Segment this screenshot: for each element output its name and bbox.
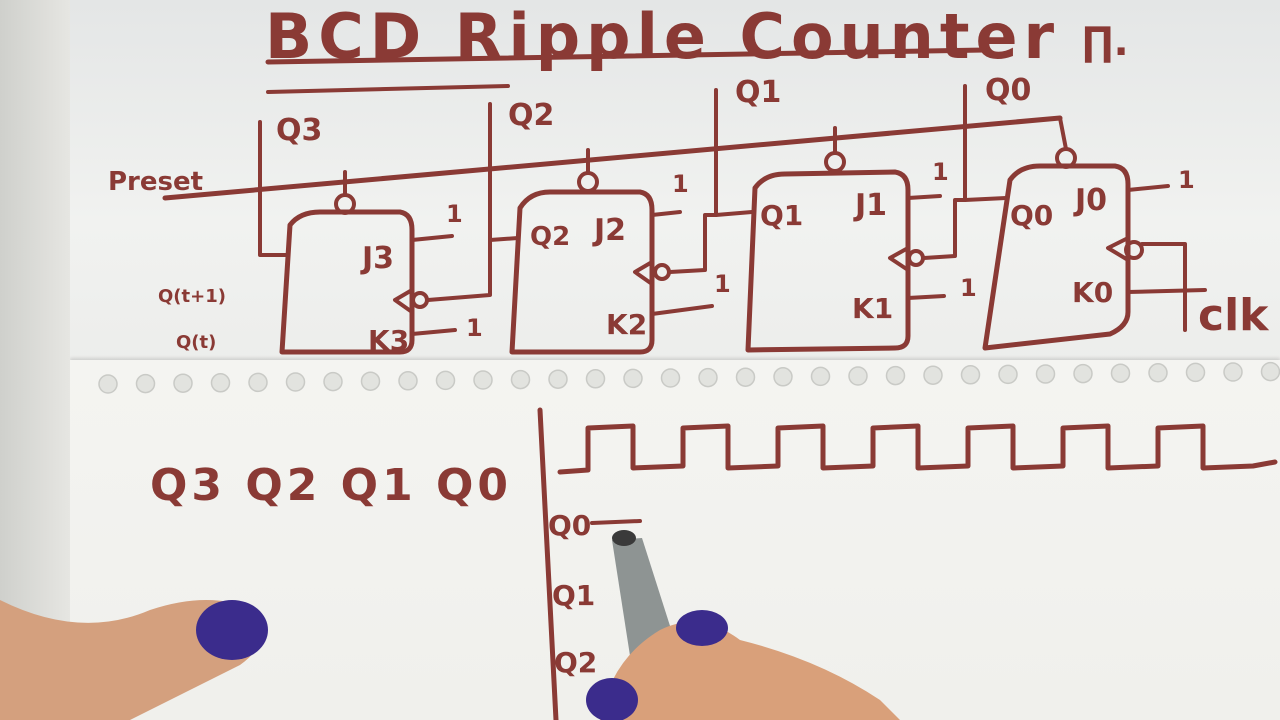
notebook-hole — [1073, 363, 1093, 384]
notebook-hole — [960, 365, 981, 385]
ff1-q-label: Q1 — [760, 199, 803, 232]
left-nail — [196, 600, 268, 660]
ff0-k-label: K0 — [1072, 276, 1113, 309]
notebook-hole — [510, 369, 531, 390]
output-label-q1: Q1 — [735, 75, 781, 110]
notebook-hole — [1223, 362, 1243, 382]
flipflop-1 — [745, 126, 946, 353]
ff2-j-label: J2 — [592, 213, 626, 248]
output-label-q0: Q0 — [985, 73, 1031, 108]
notebook-hole — [585, 369, 606, 389]
clk-label: clk — [1198, 290, 1270, 341]
ff0-q-label: Q0 — [1010, 199, 1053, 232]
ff1-j-label: J1 — [853, 188, 887, 223]
notebook-hole — [1260, 361, 1280, 382]
flipflop-0 — [982, 116, 1207, 351]
notebook-hole — [210, 373, 231, 393]
notebook-hole — [323, 371, 343, 392]
notebook-hole — [360, 371, 381, 391]
notebook-hole — [1110, 363, 1131, 383]
right-nail-1 — [676, 610, 728, 646]
ff3-j-input: 1 — [446, 200, 463, 228]
ff0-j-input: 1 — [1178, 166, 1195, 194]
notebook-hole — [848, 366, 868, 386]
output-label-q3: Q3 — [276, 113, 322, 148]
wire-q0-clk1 — [922, 198, 967, 260]
notebook-hole — [885, 365, 906, 386]
ff1-k-input: 1 — [960, 274, 977, 302]
notebook-hole — [1148, 363, 1168, 383]
notebook-hole — [773, 367, 793, 387]
notebook-hole — [173, 373, 193, 393]
notebook-hole — [810, 366, 831, 387]
timing-row-q1: Q1 — [552, 579, 595, 612]
right-hand — [586, 610, 900, 720]
flipflop-3 — [279, 170, 457, 355]
ff1-k-label: K1 — [852, 292, 893, 325]
notebook-hole — [923, 365, 943, 385]
wire-q2-clk3 — [426, 102, 492, 302]
notebook-hole — [473, 370, 493, 390]
title-underline — [265, 47, 988, 65]
ff2-k-label: K2 — [606, 308, 647, 341]
notebook-hole — [135, 373, 156, 394]
notebook-hole — [1035, 364, 1056, 384]
wire-q3 — [258, 120, 290, 257]
clock-pulse-symbol: ∏. — [1082, 19, 1129, 65]
notebook-hole — [735, 367, 756, 387]
notebook-edge — [0, 0, 70, 720]
notebook-hole — [248, 372, 268, 393]
notebook-hole — [435, 370, 456, 391]
notebook-hole — [98, 374, 118, 394]
ff3-j-label: J3 — [360, 241, 394, 276]
notebook-hole — [548, 369, 568, 389]
notebook-hole — [398, 371, 418, 391]
side-note-q-next: Q(t+1) — [158, 286, 226, 307]
notebook-hole — [1185, 362, 1206, 383]
notebook-hole — [660, 368, 681, 388]
notebook-hole — [698, 367, 718, 388]
ff2-j-input: 1 — [672, 170, 689, 198]
ff1-j-input: 1 — [932, 158, 949, 186]
notebook-hole — [998, 364, 1018, 385]
notebook-page-upper — [0, 0, 1280, 370]
output-label-q2: Q2 — [508, 98, 554, 133]
notebook-hole — [285, 372, 306, 392]
q0-wave-start — [590, 519, 642, 525]
right-nail-2 — [586, 678, 638, 720]
timing-axis — [537, 407, 559, 720]
ff0-j-label: J0 — [1073, 183, 1107, 218]
timing-row-q2: Q2 — [554, 646, 597, 679]
ff3-k-label: K3 — [368, 324, 409, 357]
state-header: Q3 Q2 Q1 Q0 — [150, 460, 512, 511]
notebook-holes — [98, 361, 1280, 394]
notebook-hole — [623, 368, 643, 389]
wire-q1-clk2 — [668, 213, 718, 274]
wire-q2-out — [488, 236, 520, 242]
left-hand — [0, 600, 268, 720]
ff2-k-input: 1 — [714, 270, 731, 298]
ff2-q-label: Q2 — [530, 222, 570, 252]
title-underline-short — [266, 84, 510, 94]
flipflop-2 — [509, 148, 714, 355]
clock-waveform — [557, 423, 1278, 475]
ff3-k-input: 1 — [466, 314, 483, 342]
preset-line — [162, 115, 1063, 201]
preset-label: Preset — [108, 167, 203, 197]
timing-row-q0: Q0 — [548, 509, 591, 542]
side-note-q-now: Q(t) — [176, 332, 216, 353]
